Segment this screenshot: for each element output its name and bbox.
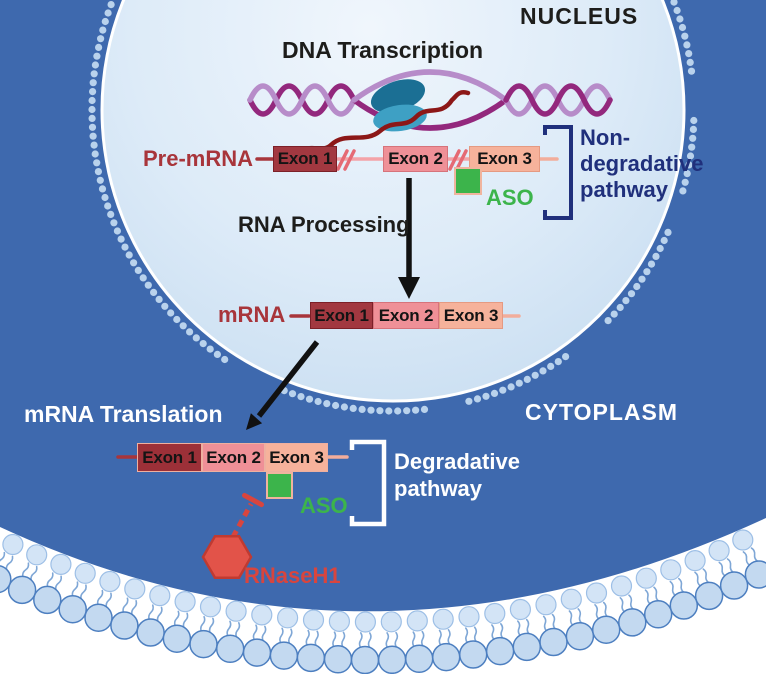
degradative-line1: Degradative [394, 449, 520, 474]
pre-mrna-label: Pre-mRNA [143, 146, 254, 171]
pre-mrna-exon1: Exon 1 [273, 146, 337, 172]
aso-oligo-square-cytoplasm [266, 472, 293, 499]
non-degradative-line2: degradative [580, 151, 704, 176]
pre-mrna-exon2: Exon 2 [383, 146, 448, 172]
nuclear-envelope-beads [88, 0, 698, 415]
mrna-exon1: Exon 1 [310, 302, 373, 329]
recruitment-dashed-line [230, 502, 254, 539]
cleavage-t-bar [242, 492, 264, 508]
rnaseh1-label: RNaseH1 [244, 563, 341, 588]
mrna-exon3: Exon 3 [439, 302, 503, 329]
mrna-exon2: Exon 2 [373, 302, 439, 329]
rnaseh1-action [201, 492, 264, 580]
cell-membrane-bilayer [0, 529, 766, 674]
non-degradative-bracket [543, 125, 573, 220]
dna-transcription-title: DNA Transcription [282, 37, 484, 63]
pre-mrna-exon3: Exon 3 [469, 146, 540, 172]
degradative-line2: pathway [394, 476, 483, 501]
degradative-bracket [349, 439, 387, 527]
processing-arrow [398, 178, 420, 299]
intron-break-slashes [336, 149, 468, 171]
mrna-label: mRNA [218, 302, 286, 327]
translated-exon2: Exon 2 [202, 443, 265, 472]
rnaseh1-hexagon-icon [201, 534, 253, 580]
non-degradative-line3: pathway [580, 177, 669, 202]
aso-label-cytoplasm: ASO [300, 493, 348, 518]
mrna-translation-title: mRNA Translation [24, 401, 223, 427]
non-degradative-pathway-label: Non- degradative pathway [580, 125, 704, 203]
translated-exon1: Exon 1 [137, 443, 202, 472]
cytoplasm-label: CYTOPLASM [525, 399, 678, 425]
degradative-pathway-label: Degradative pathway [394, 448, 520, 502]
translated-exon3: Exon 3 [265, 443, 328, 472]
export-arrow [246, 340, 320, 430]
aso-label-nucleus: ASO [486, 185, 534, 210]
nucleus-label: NUCLEUS [520, 3, 639, 29]
non-degradative-line1: Non- [580, 125, 631, 150]
rna-processing-title: RNA Processing [238, 212, 410, 237]
pre-mrna-connectors [255, 149, 559, 171]
aso-oligo-square-nucleus [454, 167, 482, 195]
